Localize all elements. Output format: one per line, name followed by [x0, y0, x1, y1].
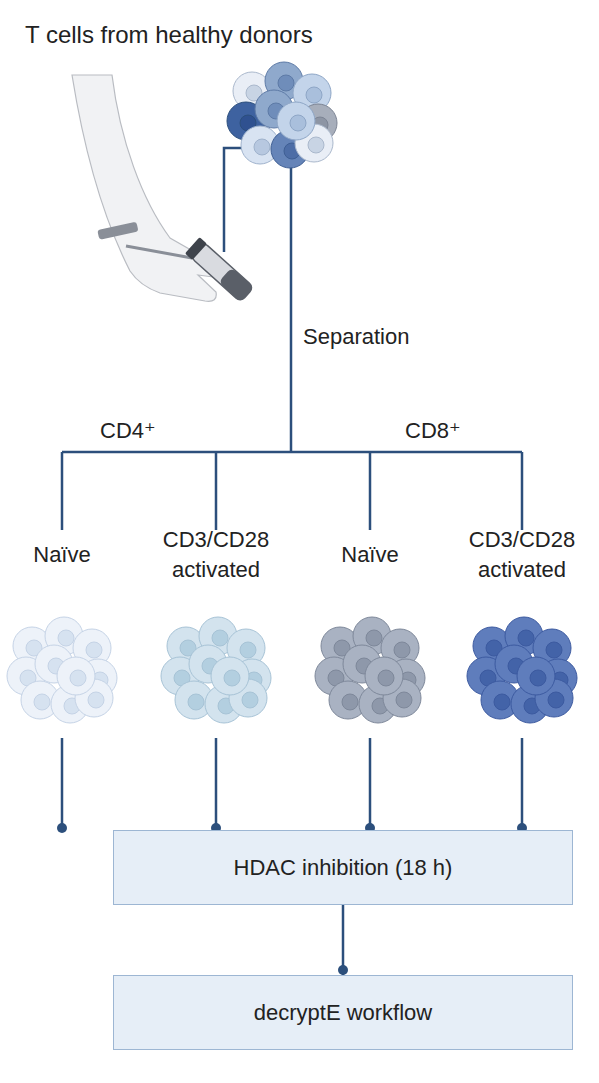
drop-lines	[62, 452, 522, 530]
cell-nucleus	[240, 642, 256, 658]
cell-nucleus	[378, 670, 394, 686]
cell-nucleus	[254, 139, 270, 155]
cell-cluster	[467, 617, 577, 723]
cell	[277, 102, 315, 140]
tourniquet	[97, 222, 138, 240]
cell-nucleus	[530, 670, 546, 686]
cell-nucleus	[366, 630, 382, 646]
cell-nucleus	[308, 137, 324, 153]
cell-body	[517, 657, 555, 695]
trunk-line	[290, 160, 293, 452]
box-text: HDAC inhibition (18 h)	[234, 855, 453, 881]
cell-nucleus	[70, 670, 86, 686]
cell-nucleus	[518, 630, 534, 646]
cell-cluster	[7, 617, 117, 723]
process-box: HDAC inhibition (18 h)	[113, 830, 573, 905]
cell-nucleus	[34, 694, 50, 710]
cell-nucleus	[188, 694, 204, 710]
cell-cluster	[315, 617, 425, 723]
cell-nucleus	[58, 630, 74, 646]
drop-lines	[62, 738, 522, 826]
cell-nucleus	[224, 670, 240, 686]
cell-nucleus	[290, 115, 306, 131]
group-label: CD4⁺	[100, 416, 180, 446]
cell-nucleus	[546, 642, 562, 658]
arm	[72, 75, 255, 303]
cell-nucleus	[212, 630, 228, 646]
cell-body	[365, 657, 403, 695]
connector-lines	[62, 148, 522, 826]
cell-nucleus	[548, 692, 564, 708]
cell-nucleus	[278, 75, 294, 91]
cell-nucleus	[86, 642, 102, 658]
tubing	[126, 246, 192, 258]
process-box: decryptE workflow	[113, 975, 573, 1050]
dot	[57, 823, 67, 833]
connector-line	[342, 905, 345, 975]
group-label: Separation	[303, 322, 503, 352]
cell-nucleus	[394, 642, 410, 658]
leader-line	[224, 148, 242, 252]
group-label: Naïve	[310, 540, 430, 570]
group-label: CD8⁺	[405, 416, 485, 446]
cell-body	[57, 657, 95, 695]
group-label: CD3/CD28 activated	[141, 525, 291, 585]
cell-nucleus	[242, 692, 258, 708]
cell-nucleus	[306, 87, 322, 103]
cell-body	[277, 102, 315, 140]
connector	[338, 905, 348, 975]
cell-nucleus	[88, 692, 104, 708]
cell-cluster	[161, 617, 271, 723]
cell-body	[211, 657, 249, 695]
cell	[517, 657, 555, 695]
cell-cluster	[227, 62, 337, 168]
cell	[57, 657, 95, 695]
cell-nucleus	[342, 694, 358, 710]
connector-dot	[338, 965, 348, 975]
group-label: CD3/CD28 activated	[447, 525, 597, 585]
cell	[211, 657, 249, 695]
cell-nucleus	[494, 694, 510, 710]
cell	[365, 657, 403, 695]
branch-line	[62, 451, 522, 454]
cell-nucleus	[396, 692, 412, 708]
dots	[57, 155, 527, 833]
blood-tube	[185, 237, 255, 303]
arm-shape	[72, 75, 218, 301]
title: T cells from healthy donors	[25, 20, 313, 50]
group-label: Naïve	[2, 540, 122, 570]
box-text: decryptE workflow	[254, 1000, 433, 1026]
cell-clusters	[7, 62, 577, 723]
